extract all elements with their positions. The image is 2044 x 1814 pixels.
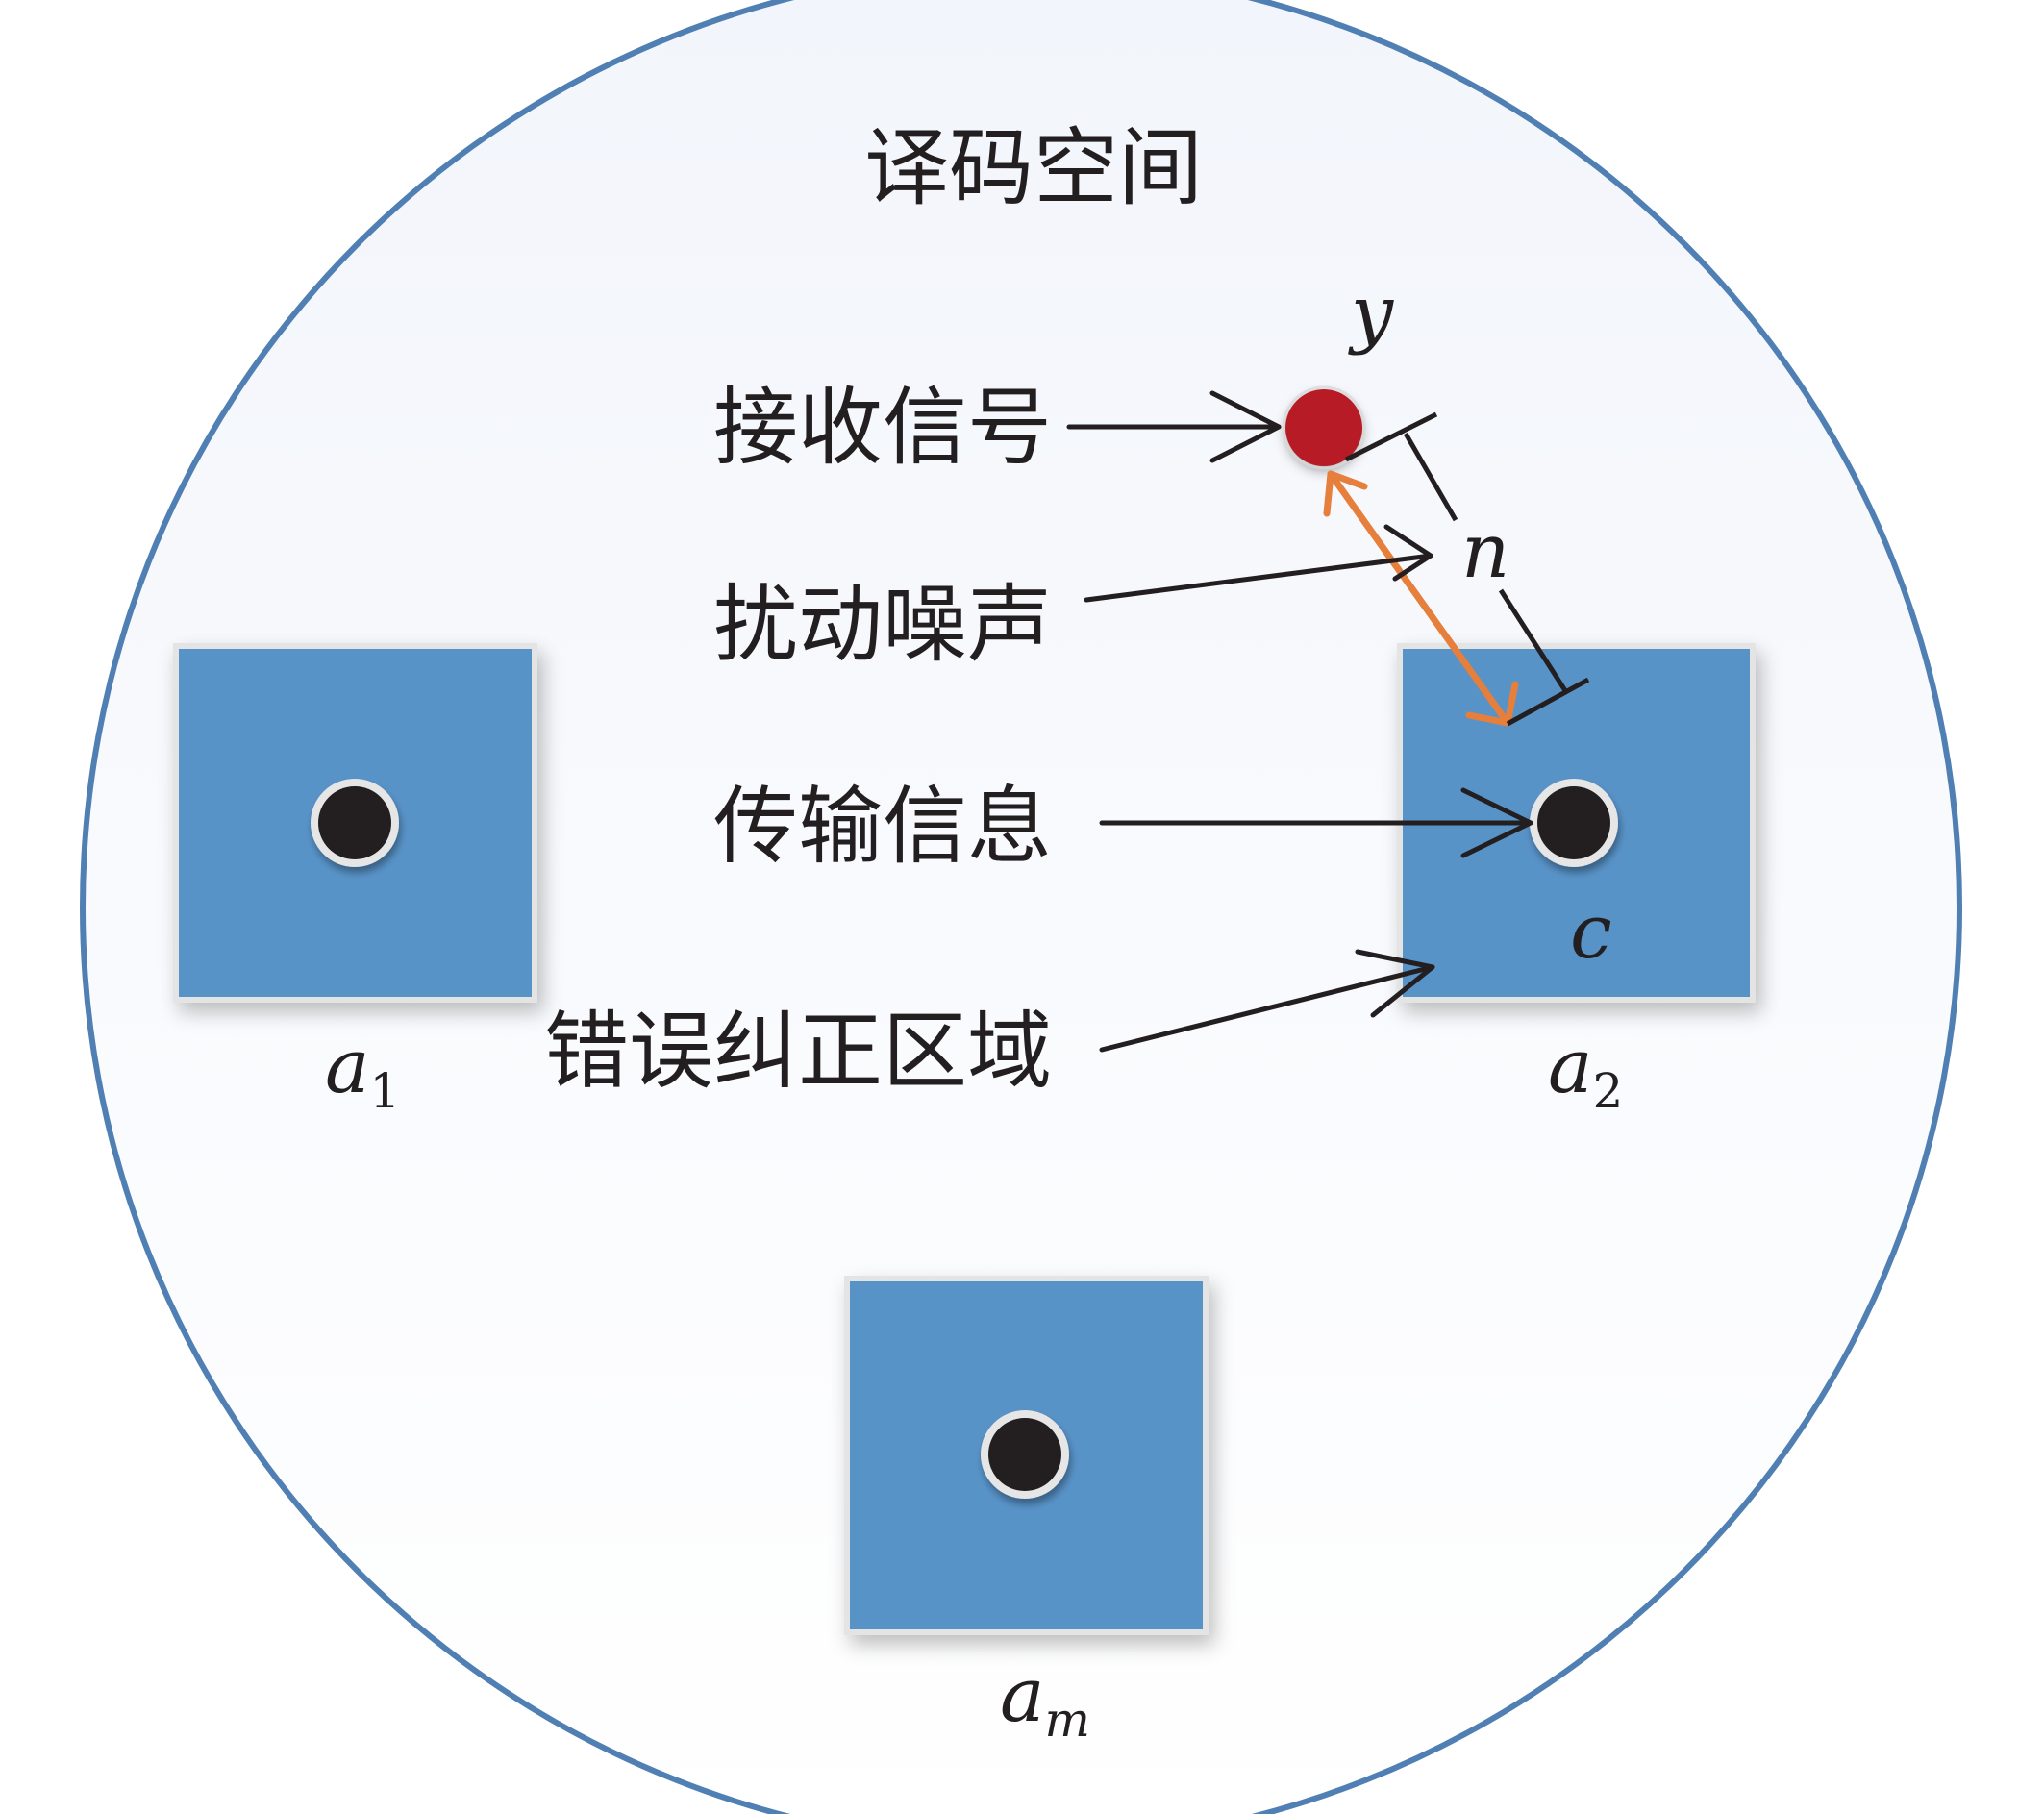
label-transmitted-info: 传输信息 bbox=[713, 777, 1052, 876]
region-am-box bbox=[844, 1276, 1209, 1635]
error-correction-region-am: am bbox=[844, 1276, 1209, 1748]
arrow-transmitted-info bbox=[1099, 787, 1533, 858]
decoding-space-title: 译码空间 bbox=[864, 118, 1203, 217]
label-c: c bbox=[1570, 889, 1612, 976]
label-n: n bbox=[1461, 509, 1509, 595]
received-signal-dot bbox=[1285, 389, 1362, 466]
label-received-signal: 接收信号 bbox=[713, 378, 1052, 477]
arrow-noise bbox=[1084, 524, 1433, 603]
arrow-correction-region bbox=[1099, 949, 1435, 1053]
label-a2: a2 bbox=[1548, 1024, 1623, 1119]
received-signal-ring bbox=[1282, 385, 1366, 470]
label-correction-region: 错误纠正区域 bbox=[544, 1002, 1052, 1101]
codeword-a1-dot bbox=[318, 786, 391, 859]
codeword-c-dot bbox=[1537, 786, 1610, 859]
label-y: y bbox=[1348, 270, 1394, 357]
label-noise: 扰动噪声 bbox=[713, 575, 1052, 674]
label-a1: a1 bbox=[325, 1024, 400, 1119]
decoding-space-circle bbox=[80, 0, 1962, 1814]
noise-magnitude-bracket bbox=[1344, 411, 1590, 727]
arrow-received-signal bbox=[1066, 390, 1282, 463]
label-am: am bbox=[1000, 1652, 1090, 1748]
codeword-am-dot bbox=[988, 1418, 1061, 1491]
error-correction-region-a1: a1 bbox=[173, 643, 537, 1119]
